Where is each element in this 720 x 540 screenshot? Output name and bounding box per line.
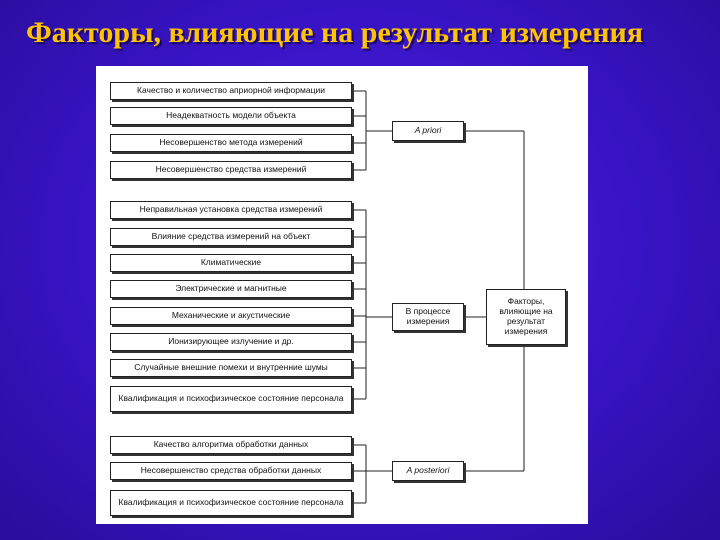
slide-title: Факторы, влияющие на результат измерения	[26, 16, 644, 49]
factor-instrument-imperfection: Несовершенство средства измерений	[110, 161, 352, 179]
category-a-priori: A priori	[392, 121, 464, 141]
diagram-panel: Качество и количество априорной информац…	[96, 66, 588, 524]
factor-model-inadequacy: Неадекватность модели объекта	[110, 107, 352, 125]
factor-random-noise: Случайные внешние помехи и внутренние шу…	[110, 359, 352, 377]
factor-processing-tool-imperfection: Несовершенство средства обработки данных	[110, 462, 352, 480]
factor-method-imperfection: Несовершенство метода измерений	[110, 134, 352, 152]
factor-electric-magnetic: Электрические и магнитные	[110, 280, 352, 298]
factor-wrong-installation: Неправильная установка средства измерени…	[110, 201, 352, 219]
factor-mechanical-acoustic: Механические и акустические	[110, 307, 352, 325]
factor-climatic: Климатические	[110, 254, 352, 272]
factor-algorithm-quality: Качество алгоритма обработки данных	[110, 436, 352, 454]
category-a-posteriori: A posteriori	[392, 461, 464, 481]
factor-ionizing-radiation: Ионизирующее излучение и др.	[110, 333, 352, 351]
result-box: Факторы, влияющие на результат измерения	[486, 289, 566, 345]
factor-instrument-influence: Влияние средства измерений на объект	[110, 228, 352, 246]
factor-processing-personnel-qualification: Квалификация и психофизическое состояние…	[110, 490, 352, 516]
factor-personnel-qualification: Квалификация и психофизическое состояние…	[110, 386, 352, 412]
factor-apriori-info: Качество и количество априорной информац…	[110, 82, 352, 100]
category-during-measurement: В процессе измерения	[392, 303, 464, 331]
